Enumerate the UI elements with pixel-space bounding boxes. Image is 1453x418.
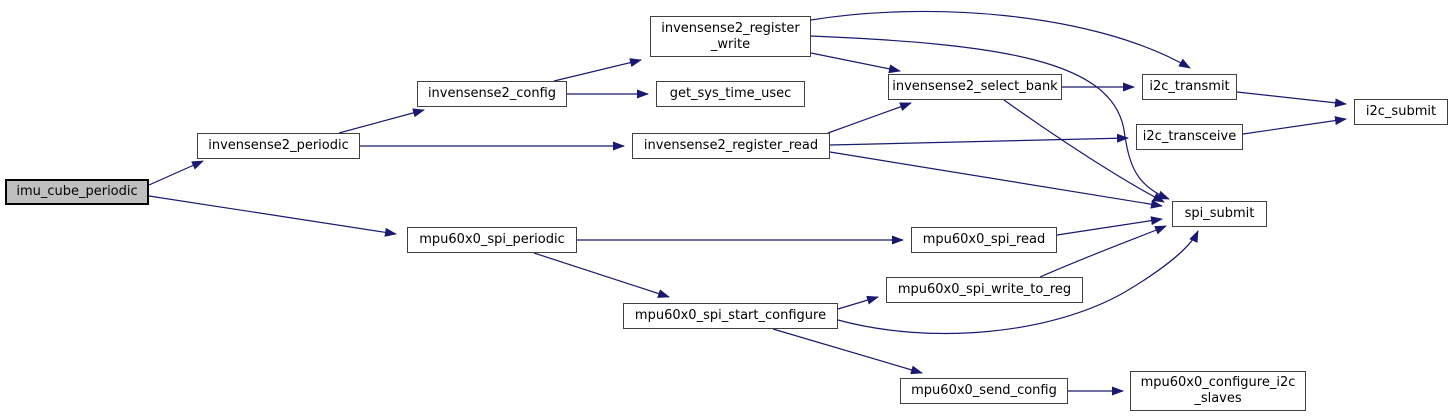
node-mpu60x0_send_config[interactable]: mpu60x0_send_config (900, 378, 1068, 404)
node-i2c_transceive[interactable]: i2c_transceive (1136, 124, 1243, 150)
node-i2c_submit[interactable]: i2c_submit (1354, 99, 1448, 125)
edge-mpu60x0_spi_periodic-to-mpu60x0_spi_start_configure (533, 252, 670, 298)
node-get_sys_time_usec[interactable]: get_sys_time_usec (656, 81, 805, 107)
node-mpu60x0_configure_i2c_slaves[interactable]: mpu60x0_configure_i2c _slaves (1130, 371, 1306, 411)
edge-invensense2_register_write-to-spi_submit (810, 35, 1170, 200)
node-invensense2_register_write[interactable]: invensense2_register _write (650, 16, 811, 57)
node-i2c_transmit[interactable]: i2c_transmit (1142, 74, 1237, 100)
edge-invensense2_register_write-to-invensense2_select_bank (810, 52, 901, 74)
node-invensense2_config[interactable]: invensense2_config (417, 81, 567, 107)
node-mpu60x0_spi_write_to_reg[interactable]: mpu60x0_spi_write_to_reg (886, 277, 1083, 303)
edge-mpu60x0_spi_start_configure-to-mpu60x0_spi_write_to_reg (837, 295, 879, 310)
edge-invensense2_select_bank-to-spi_submit (1003, 99, 1165, 203)
edge-invensense2_register_write-to-i2c_transmit (810, 10, 1191, 69)
node-invensense2_register_read[interactable]: invensense2_register_read (632, 133, 830, 159)
edge-imu_cube_periodic-to-invensense2_periodic (148, 160, 204, 186)
edge-invensense2_config-to-invensense2_register_write (553, 58, 642, 82)
node-mpu60x0_spi_read[interactable]: mpu60x0_spi_read (911, 227, 1057, 253)
edge-invensense2_periodic-to-invensense2_config (338, 108, 425, 134)
edge-invensense2_register_read-to-i2c_transceive (829, 133, 1129, 146)
node-invensense2_select_bank[interactable]: invensense2_select_bank (888, 74, 1062, 100)
edge-invensense2_register_read-to-invensense2_select_bank (827, 102, 912, 134)
edge-invensense2_register_read-to-spi_submit (829, 151, 1163, 209)
edge-mpu60x0_spi_start_configure-to-spi_submit (837, 230, 1199, 335)
node-spi_submit[interactable]: spi_submit (1172, 201, 1267, 227)
edge-i2c_transceive-to-i2c_submit (1242, 116, 1347, 135)
edge-i2c_transmit-to-i2c_submit (1236, 91, 1347, 108)
edge-mpu60x0_spi_start_configure-to-mpu60x0_send_config (772, 328, 923, 375)
node-mpu60x0_spi_start_configure[interactable]: mpu60x0_spi_start_configure (623, 303, 838, 329)
node-imu_cube_periodic[interactable]: imu_cube_periodic (5, 179, 149, 205)
edge-mpu60x0_spi_write_to_reg-to-spi_submit (1039, 225, 1167, 278)
node-mpu60x0_spi_periodic[interactable]: mpu60x0_spi_periodic (407, 227, 577, 253)
edge-mpu60x0_spi_read-to-spi_submit (1056, 216, 1163, 236)
edge-imu_cube_periodic-to-mpu60x0_spi_periodic (148, 195, 397, 237)
node-invensense2_periodic[interactable]: invensense2_periodic (197, 133, 360, 159)
